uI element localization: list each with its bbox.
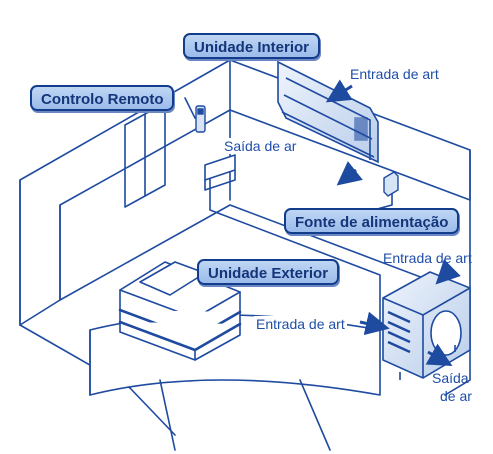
callout-remote-control: Controlo Remoto [30, 85, 175, 111]
indoor-out-arrow [336, 161, 363, 186]
remote-control [195, 105, 206, 133]
callout-outdoor-unit: Unidade Exterior [197, 259, 340, 285]
label-outdoor-air-in-top: Entrada de art [383, 250, 472, 266]
divider-wall [209, 169, 381, 331]
floor-outline [59, 204, 456, 301]
outdoor-in-side-arrow [359, 311, 390, 336]
callout-indoor-unit: Unidade Interior [183, 33, 321, 59]
outdoor-unit [382, 271, 471, 380]
outdoor-in-top-arrow [435, 259, 461, 285]
label-outdoor-air-out-line1: Saída [432, 370, 469, 386]
sofa [118, 261, 242, 361]
label-indoor-air-in: Entrada de art [350, 66, 439, 82]
indoor-unit [277, 60, 379, 164]
indoor-in-arrow [325, 79, 353, 103]
label-outdoor-air-in-side: Entrada de art [254, 316, 347, 332]
label-outdoor-air-out-line2: de ar [440, 388, 472, 404]
callout-power-supply: Fonte de alimentação [284, 208, 460, 234]
right-wall [444, 149, 471, 396]
power-supply-box [383, 171, 399, 197]
label-indoor-air-out: Saída de ar [222, 138, 299, 154]
outdoor-out-arrow [425, 343, 453, 366]
